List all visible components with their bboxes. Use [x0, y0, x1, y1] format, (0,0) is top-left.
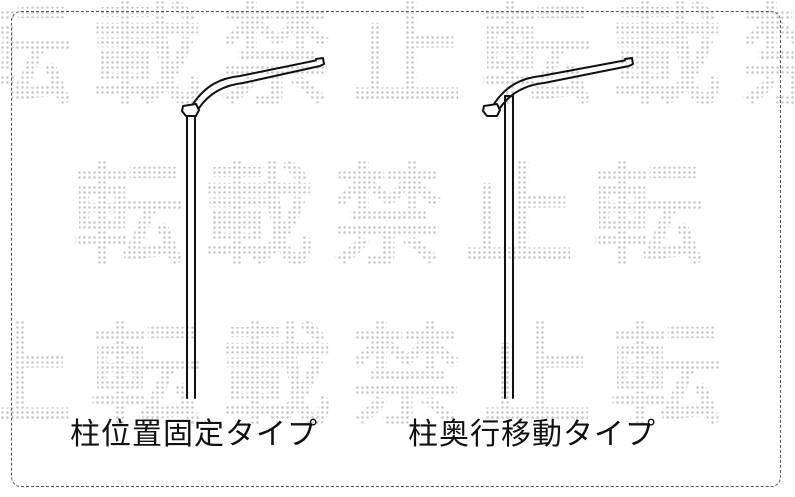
caption-fixed-type: 柱位置固定タイプ — [70, 417, 318, 452]
fixed-pole-bracket — [181, 103, 200, 117]
caption-movable-type: 柱奥行移動タイプ — [408, 417, 656, 452]
fixed-arm-tip — [315, 57, 325, 67]
movable-arm-lower — [499, 65, 630, 109]
fixed-type-pole — [181, 57, 325, 399]
movable-type-pole — [482, 57, 634, 399]
movable-arm-upper — [493, 59, 628, 105]
movable-arm-tip — [624, 57, 634, 67]
fixed-arm-lower — [198, 65, 321, 109]
movable-pole-bracket — [482, 103, 501, 117]
dashed-frame — [11, 11, 781, 487]
fixed-arm-upper — [192, 59, 319, 105]
